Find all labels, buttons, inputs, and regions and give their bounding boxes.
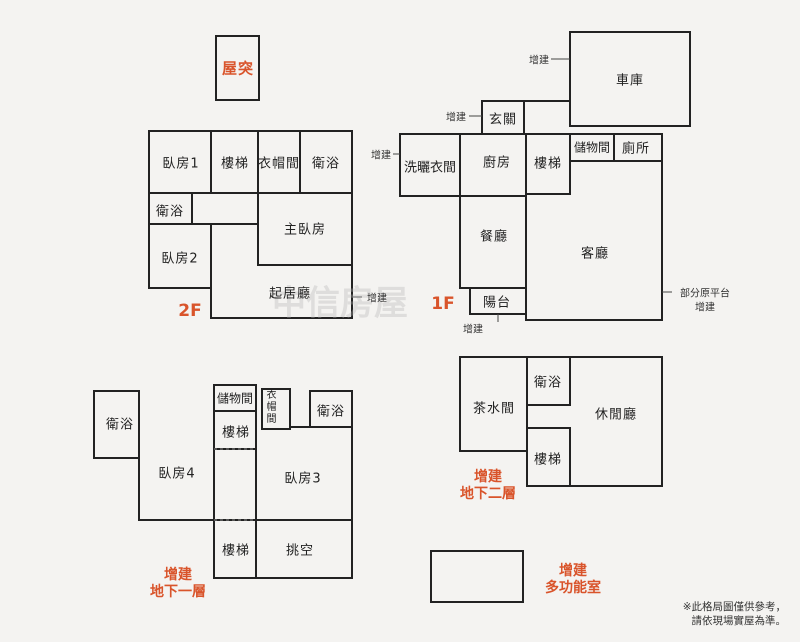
room-stairs-b2: 樓梯 bbox=[533, 452, 563, 468]
room-tea: 茶水間 bbox=[472, 401, 516, 417]
floor-2f-walls bbox=[148, 130, 353, 319]
note-laundry-addition: 增建 bbox=[371, 150, 391, 162]
room-master: 主臥房 bbox=[283, 222, 327, 238]
room-bed3: 臥房3 bbox=[284, 471, 322, 487]
room-bath-2f: 衛浴 bbox=[311, 156, 341, 172]
chimney-outline bbox=[215, 35, 260, 101]
room-closet-2f: 衣帽間 bbox=[257, 156, 301, 172]
disclaimer: ※此格局圖僅供參考，請依現場實屋為準。 bbox=[682, 601, 786, 627]
room-stairs-1f: 樓梯 bbox=[533, 156, 563, 172]
floor-label-multi: 增建多功能室 bbox=[545, 563, 601, 596]
room-bed4: 臥房4 bbox=[158, 466, 196, 482]
room-kitchen: 廚房 bbox=[482, 155, 512, 171]
room-stairs-2f: 樓梯 bbox=[220, 156, 250, 172]
room-void: 挑空 bbox=[285, 543, 315, 559]
multi-room-outline bbox=[430, 550, 524, 603]
room-foyer: 玄關 bbox=[488, 112, 518, 128]
room-bed2: 臥房2 bbox=[161, 251, 199, 267]
note-balcony-addition: 增建 bbox=[463, 324, 483, 336]
floor-1f-walls bbox=[399, 31, 691, 321]
floor-b2-walls bbox=[459, 356, 663, 487]
note-garage-addition: 增建 bbox=[529, 55, 549, 67]
room-bath2-2f: 衛浴 bbox=[155, 204, 185, 220]
room-balcony: 陽台 bbox=[482, 295, 512, 311]
room-lounge: 休閒廳 bbox=[594, 407, 638, 423]
room-living-1f: 客廳 bbox=[580, 246, 610, 262]
room-living-2f: 起居廳 bbox=[268, 286, 312, 302]
room-garage: 車庫 bbox=[615, 73, 645, 89]
room-toilet: 廁所 bbox=[621, 141, 651, 157]
note-foyer-addition: 增建 bbox=[446, 112, 466, 124]
floor-label-1f: 1F bbox=[431, 294, 455, 314]
floor-label-2f: 2F bbox=[178, 301, 202, 321]
room-bed1: 臥房1 bbox=[162, 156, 200, 172]
floor-label-b2: 增建地下二層 bbox=[460, 469, 516, 502]
room-stairs2-b1: 樓梯 bbox=[221, 543, 251, 559]
room-laundry: 洗曬衣間 bbox=[403, 160, 457, 176]
room-closet-b1: 衣帽間 bbox=[266, 390, 278, 425]
room-bath-b1: 衛浴 bbox=[105, 417, 135, 433]
note-2f-addition: 增建 bbox=[367, 293, 387, 305]
note-platform-line2: 增建 bbox=[695, 302, 715, 314]
room-bath-b2: 衛浴 bbox=[533, 375, 563, 391]
floor-label-b1: 增建地下一層 bbox=[150, 567, 206, 600]
note-platform-line1: 部分原平台 bbox=[680, 288, 730, 300]
room-stairs-b1: 樓梯 bbox=[221, 425, 251, 441]
room-dining: 餐廳 bbox=[479, 229, 509, 245]
room-bath2-b1: 衛浴 bbox=[316, 404, 346, 420]
room-storage-1f: 儲物間 bbox=[573, 140, 611, 155]
chimney-label: 屋突 bbox=[221, 59, 255, 78]
room-storage-b1: 儲物間 bbox=[216, 391, 254, 406]
watermark: 中信房屋 bbox=[272, 283, 408, 324]
